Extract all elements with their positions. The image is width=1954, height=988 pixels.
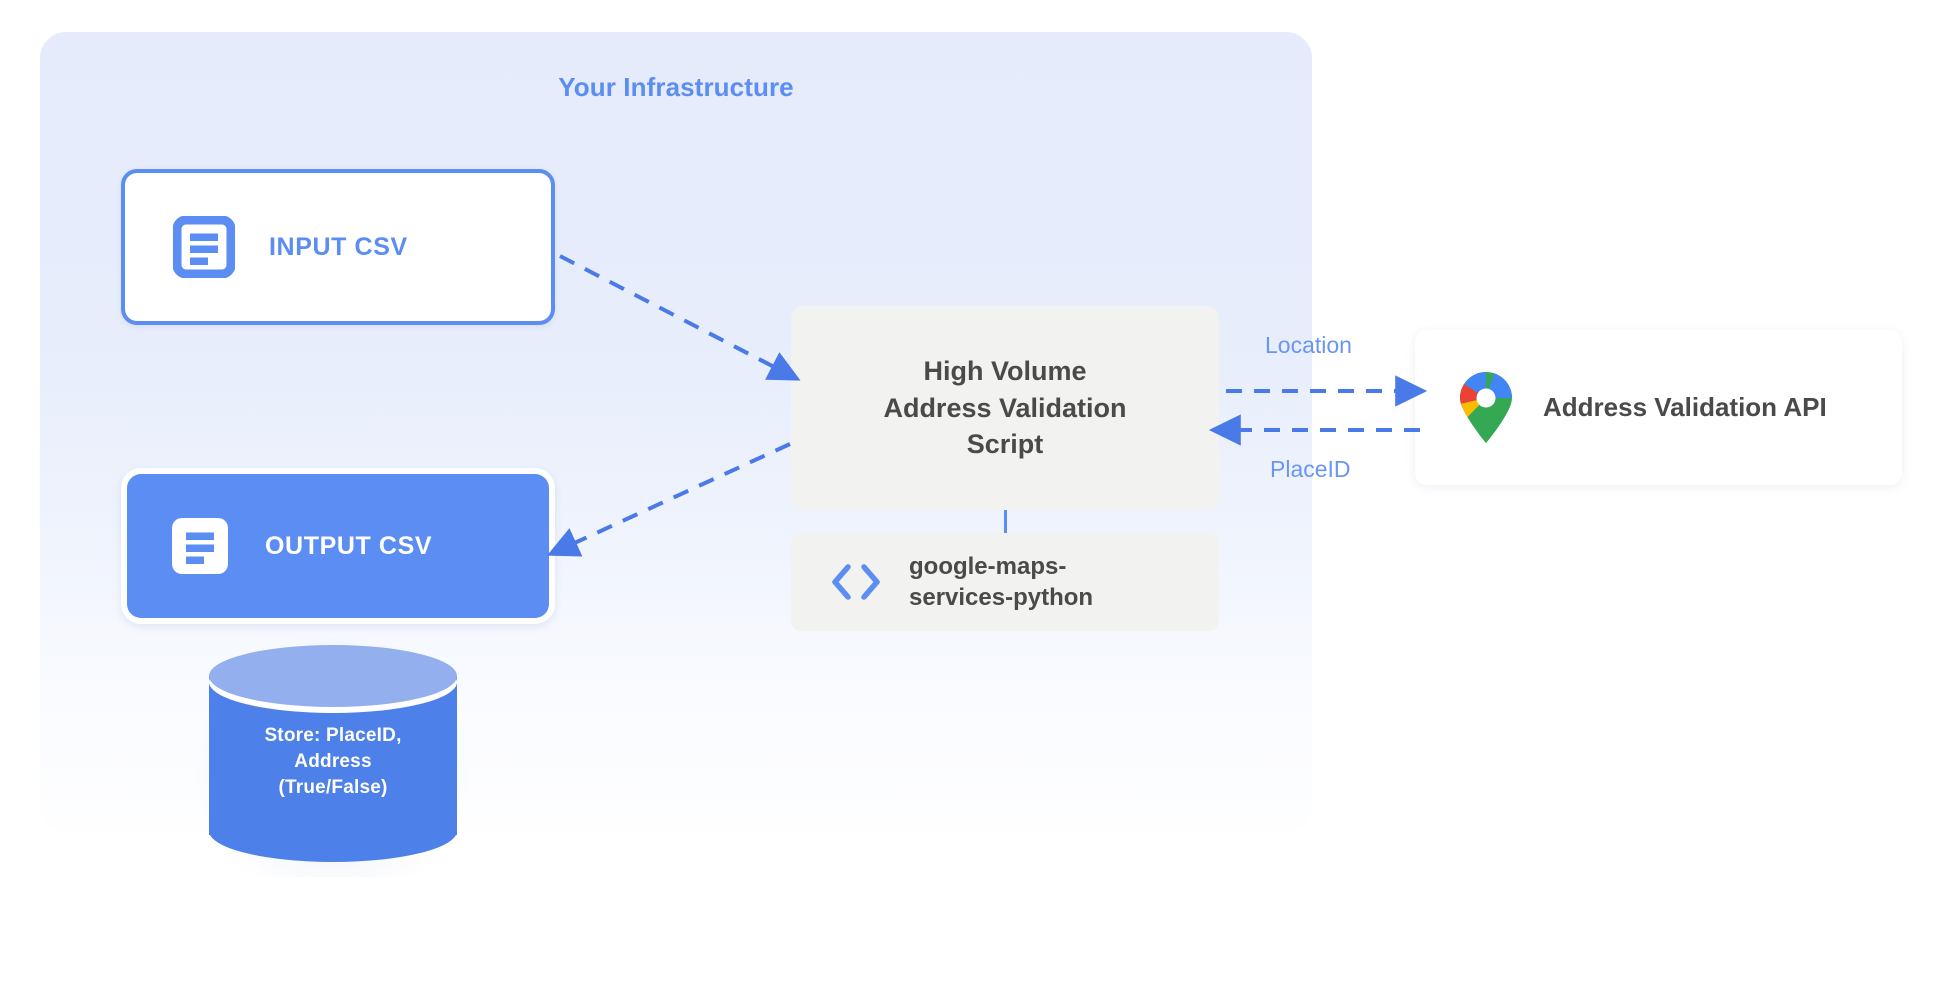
api-label: Address Validation API <box>1543 392 1827 422</box>
script-line-2: Address Validation <box>883 392 1127 423</box>
library-line-1: google-maps- <box>909 552 1067 580</box>
panel-title: Your Infrastructure <box>558 72 794 102</box>
script-label: High Volume Address Validation Script <box>883 353 1126 463</box>
datastore-label: Store: PlaceID, Address (True/False) <box>209 723 457 802</box>
script-library-connector <box>1004 510 1007 538</box>
datastore-line-2: Address <box>294 751 372 773</box>
datastore-line-1: Store: PlaceID, <box>264 725 402 746</box>
edge-label-location: Location <box>1265 332 1352 358</box>
node-output-csv[interactable]: OUTPUT CSV <box>127 474 549 618</box>
document-icon <box>172 215 236 279</box>
google-maps-pin-icon <box>1457 371 1515 444</box>
code-brackets-icon <box>829 560 883 604</box>
node-input-csv[interactable]: INPUT CSV <box>121 169 555 325</box>
library-line-2: services-python <box>909 584 1094 611</box>
node-address-validation-api[interactable]: Address Validation API <box>1415 330 1902 485</box>
script-line-1: High Volume <box>923 355 1087 386</box>
script-line-3: Script <box>966 429 1044 460</box>
document-icon <box>169 515 231 577</box>
datastore-line-3: (True/False) <box>278 777 388 799</box>
output-csv-label: OUTPUT CSV <box>265 531 433 560</box>
cylinder-top-ellipse <box>209 645 457 707</box>
edge-label-placeid: PlaceID <box>1270 456 1351 482</box>
node-library[interactable]: google-maps- services-python <box>791 533 1219 631</box>
node-script[interactable]: High Volume Address Validation Script <box>791 306 1219 510</box>
library-label: google-maps- services-python <box>909 551 1093 613</box>
node-datastore[interactable]: Store: PlaceID, Address (True/False) <box>197 635 469 877</box>
input-csv-label: INPUT CSV <box>269 232 408 261</box>
